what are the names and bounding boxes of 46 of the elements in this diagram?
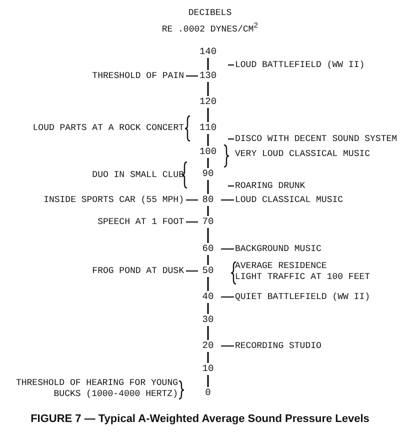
annotation-text: AVERAGE RESIDENCE <box>235 260 327 272</box>
leader-line <box>228 138 234 140</box>
scale-value: 20 <box>202 341 214 351</box>
annotation-text: ROARING DRUNK <box>235 180 306 192</box>
scale-value: 130 <box>199 71 217 81</box>
scale-value: 60 <box>202 244 214 254</box>
annotation-text: RECORDING STUDIO <box>235 340 322 352</box>
axis-heading: DECIBELS <box>188 8 232 18</box>
annotation-text: INSIDE SPORTS CAR (55 MPH) <box>44 194 184 206</box>
annotation-text: FROG POND AT DUSK <box>92 266 184 276</box>
annotation-text: LOUD CLASSICAL MUSIC <box>235 194 344 206</box>
scale-value: 80 <box>202 195 214 205</box>
scale-value: 110 <box>199 123 217 133</box>
axis-heading: RE .0002 DYNES/CM$^{2}$ <box>162 22 258 34</box>
annotation-text: THRESHOLD OF HEARING FOR YOUNG BUCKS (1000-4000 HERTZ) <box>0 378 178 400</box>
annotation-text: QUIET BATTLEFIELD (WW II) <box>235 292 370 302</box>
annotation-text: DUO IN SMALL CLUB <box>92 170 184 180</box>
annotation-text: VERY LOUD CLASSICAL MUSIC <box>235 148 370 160</box>
scale-value: 50 <box>202 266 214 276</box>
leader-line <box>221 296 234 298</box>
scale-value: 140 <box>199 47 217 57</box>
annotation-text: DISCO WITH DECENT SOUND SYSTEM <box>235 134 398 144</box>
scale-value: 120 <box>199 97 217 107</box>
leader-line <box>221 248 234 250</box>
leader-line <box>186 270 198 272</box>
annotation-text: LOUD BATTLEFIELD (WW II) <box>235 60 365 70</box>
annotation-text: THRESHOLD OF PAIN <box>92 70 184 82</box>
scale-value: 30 <box>202 315 214 325</box>
leader-line <box>221 345 234 347</box>
scale-value: 0 <box>205 388 211 398</box>
annotation-text: LIGHT TRAFFIC AT 100 FEET <box>235 272 370 282</box>
leader-line <box>186 221 198 223</box>
annotation-text: SPEECH AT 1 FOOT <box>98 216 184 228</box>
leader-line <box>186 199 198 201</box>
annotation-text: LOUD PARTS AT A ROCK CONCERT <box>32 122 184 134</box>
scale-value: 10 <box>202 364 214 374</box>
scale-value: 90 <box>202 169 214 179</box>
leader-line <box>221 199 234 201</box>
scale-value: 100 <box>199 147 217 157</box>
leader-line <box>228 64 234 66</box>
scale-value: 40 <box>202 292 214 302</box>
annotation-text: BACKGROUND MUSIC <box>235 244 322 254</box>
leader-line <box>228 185 234 187</box>
leader-line <box>186 75 198 77</box>
scale-value: 70 <box>202 217 214 227</box>
figure-caption: FIGURE 7 — Typical A-Weighted Average Sound Pressure Levels <box>30 413 370 425</box>
